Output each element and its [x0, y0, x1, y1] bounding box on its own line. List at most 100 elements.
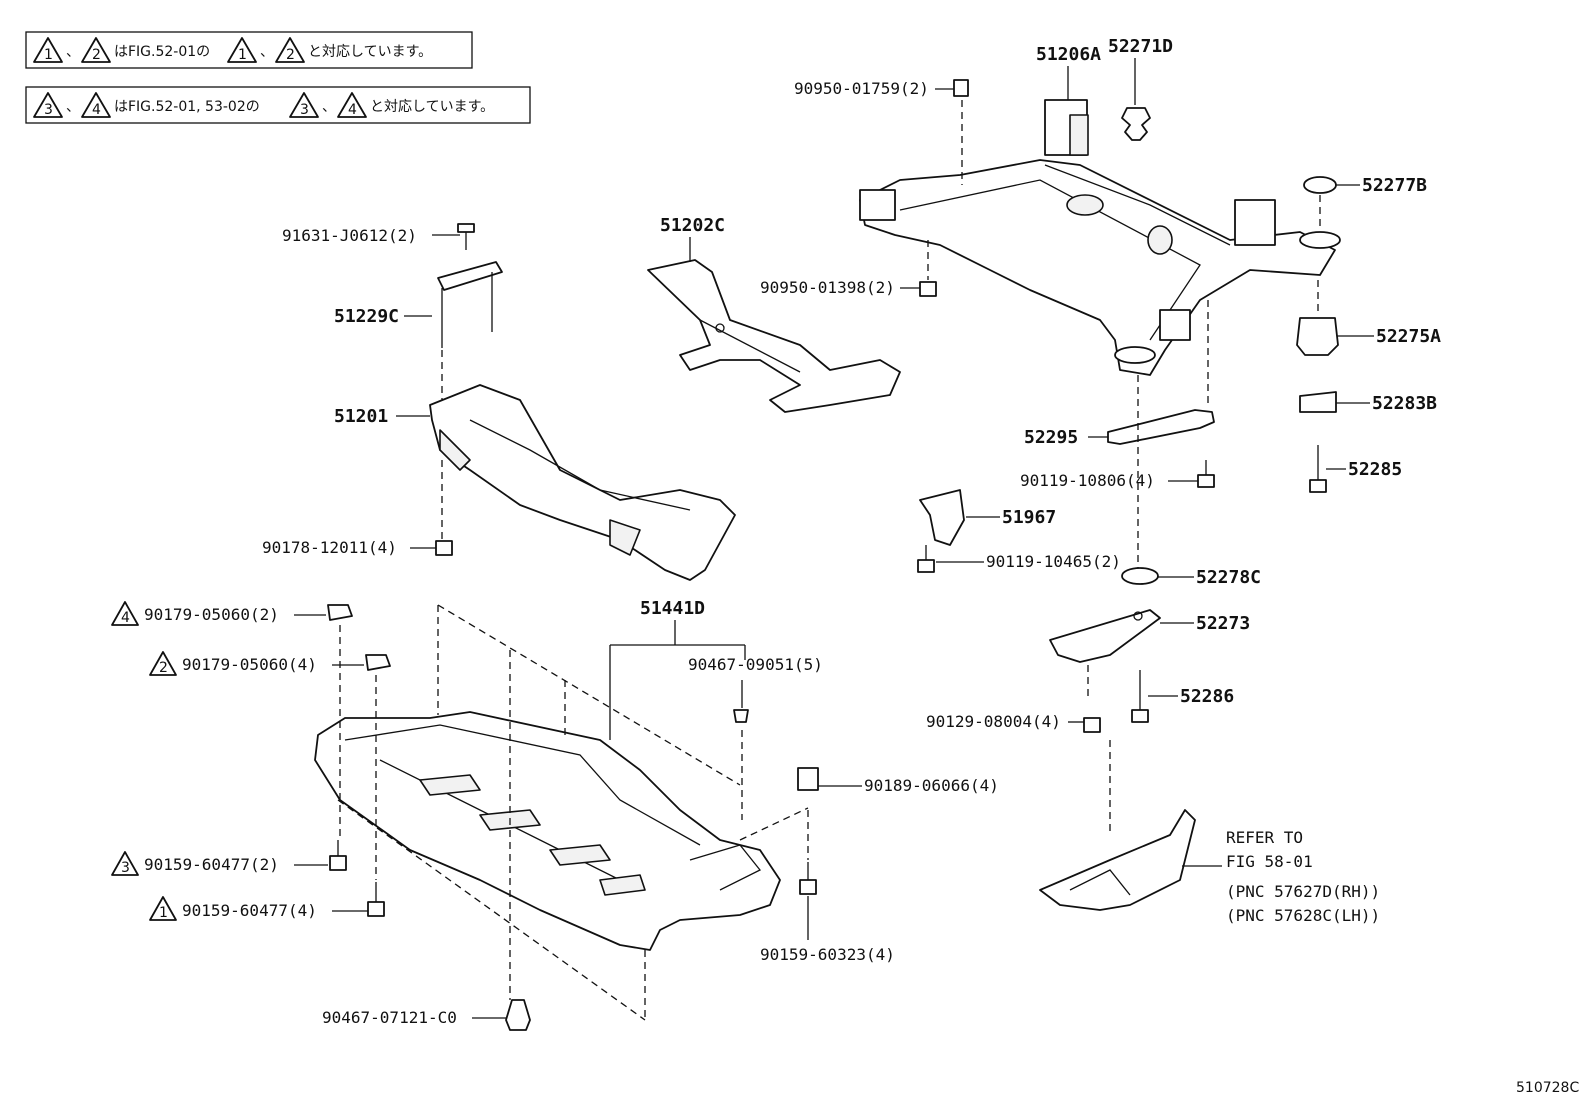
bolt-icon — [1309, 445, 1327, 493]
note-2-text: はFIG.52-01, 53-02の — [114, 99, 260, 115]
triangle-mark-icon — [337, 92, 367, 118]
triangle-1-label: 1 — [159, 905, 168, 921]
part-90950-01759: 90950-01759(2) — [794, 79, 929, 98]
part-90179-05060-b: 90179-05060(4) — [182, 655, 317, 674]
triangle-2-icon — [149, 651, 177, 676]
part-90119-10465: 90119-10465(2) — [986, 552, 1121, 571]
part-90129-08004: 90129-08004(4) — [926, 712, 1061, 731]
push-clip-icon — [1121, 107, 1151, 141]
part-90950-01398: 90950-01398(2) — [760, 278, 895, 297]
note-1-mark-b: 2 — [92, 47, 101, 63]
bolt-icon — [1197, 460, 1215, 488]
part-90159-60323: 90159-60323(4) — [760, 945, 895, 964]
note-box-2: 3 、 4 はFIG.52-01, 53-02の 3 、 4 と対応しています。 — [25, 86, 531, 124]
part-51229C: 51229C — [334, 306, 399, 327]
note-box-1: 1 、 2 はFIG.52-01の 1 、 2 と対応しています。 — [25, 31, 473, 69]
note-2-sep: 、 — [66, 99, 80, 115]
note-1-mark-c: 1 — [238, 47, 247, 63]
triangle-mark-icon — [81, 92, 111, 118]
part-51206A: 51206A — [1036, 44, 1101, 65]
refer-line-1: REFER TO — [1226, 828, 1303, 847]
part-52283B: 52283B — [1372, 393, 1437, 414]
refer-line-4: (PNC 57628C(LH)) — [1226, 906, 1380, 925]
note-2-mark-d: 4 — [348, 102, 357, 118]
nut-icon — [1083, 717, 1101, 733]
cushion-icon — [1299, 391, 1337, 413]
triangle-mark-icon — [275, 37, 305, 63]
shield-refer-drawing — [1039, 809, 1196, 911]
note-2-mark-a: 3 — [44, 102, 53, 118]
bolt-icon — [367, 882, 385, 917]
figure-id: 510728C — [1516, 1080, 1579, 1096]
part-52271D: 52271D — [1108, 36, 1173, 57]
part-51967: 51967 — [1002, 507, 1056, 528]
clip-nut-icon — [365, 654, 391, 671]
part-51201: 51201 — [334, 406, 388, 427]
clip-nut-icon — [797, 767, 819, 791]
nut-icon — [435, 540, 453, 556]
refer-line-2: FIG 58-01 — [1226, 852, 1313, 871]
note-1-mark-d: 2 — [286, 47, 295, 63]
triangle-mark-icon — [289, 92, 319, 118]
bracket-51967-drawing — [919, 489, 965, 546]
bolt-icon — [1131, 670, 1149, 723]
part-52295: 52295 — [1024, 427, 1078, 448]
note-1-mark-a: 1 — [44, 47, 53, 63]
note-2-sep2: 、 — [322, 99, 336, 115]
bolt-icon — [457, 223, 475, 250]
washer-icon — [1121, 567, 1159, 585]
bracket-51229C-drawing — [437, 261, 503, 348]
rear-subframe-drawing — [859, 99, 1341, 376]
clip-nut-icon — [327, 604, 353, 621]
triangle-3-label: 3 — [121, 860, 130, 876]
triangle-4-icon — [111, 601, 139, 626]
nut-icon — [953, 79, 969, 97]
note-1-tail: と対応しています。 — [308, 44, 432, 60]
triangle-mark-icon — [33, 37, 63, 63]
part-51202C: 51202C — [660, 215, 725, 236]
part-52278C: 52278C — [1196, 567, 1261, 588]
brace-52295-drawing — [1107, 409, 1215, 445]
washer-icon — [1303, 176, 1337, 194]
clip-icon — [733, 709, 749, 723]
reinforcement-51202C-drawing — [647, 259, 901, 413]
part-51441D: 51441D — [640, 598, 705, 619]
triangle-mark-icon — [81, 37, 111, 63]
part-52285: 52285 — [1348, 459, 1402, 480]
triangle-mark-icon — [33, 92, 63, 118]
crossmember-51201-drawing — [429, 384, 736, 581]
part-90119-10806: 90119-10806(4) — [1020, 471, 1155, 490]
note-1-text: はFIG.52-01の — [114, 44, 210, 60]
part-90467-09051: 90467-09051(5) — [688, 655, 823, 674]
plate-52273-drawing — [1049, 609, 1161, 663]
nut-icon — [919, 281, 937, 297]
triangle-2-label: 2 — [159, 660, 168, 676]
note-2-mark-b: 4 — [92, 102, 101, 118]
triangle-1-icon — [149, 896, 177, 921]
part-90159-60477-a: 90159-60477(2) — [144, 855, 279, 874]
triangle-4-label: 4 — [121, 610, 130, 626]
part-90189-06066: 90189-06066(4) — [864, 776, 999, 795]
part-90467-07121: 90467-07121-C0 — [322, 1008, 457, 1027]
bolt-icon — [917, 545, 935, 573]
refer-line-3: (PNC 57627D(RH)) — [1226, 882, 1380, 901]
part-90178-12011: 90178-12011(4) — [262, 538, 397, 557]
bolt-icon — [799, 862, 817, 895]
part-52275A: 52275A — [1376, 326, 1441, 347]
part-91631-J0612: 91631-J0612(2) — [282, 226, 417, 245]
bolt-icon — [329, 840, 347, 871]
note-1-sep: 、 — [66, 44, 80, 60]
part-52286: 52286 — [1180, 686, 1234, 707]
part-52277B: 52277B — [1362, 175, 1427, 196]
note-1-sep2: 、 — [260, 44, 274, 60]
part-52273: 52273 — [1196, 613, 1250, 634]
triangle-3-icon — [111, 851, 139, 876]
triangle-mark-icon — [227, 37, 257, 63]
note-2-mark-c: 3 — [300, 102, 309, 118]
part-90159-60477-b: 90159-60477(4) — [182, 901, 317, 920]
part-90179-05060-a: 90179-05060(2) — [144, 605, 279, 624]
stopper-icon — [1296, 317, 1339, 356]
note-2-tail: と対応しています。 — [370, 99, 494, 115]
push-clip-icon — [505, 999, 531, 1031]
